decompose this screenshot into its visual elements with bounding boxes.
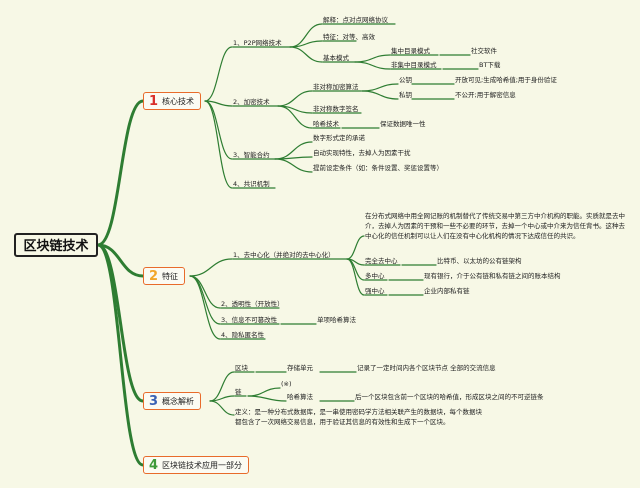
connector-line: [354, 61, 391, 70]
node-definition[interactable]: 定义：是一种分布式数据库，是一串使用密码学方法相关联产生的数据块，每个数据块都包…: [235, 408, 482, 426]
connector-line: [346, 235, 365, 260]
branch-applications[interactable]: 4 区块链技术应用一部分: [143, 456, 250, 474]
node-central-dir[interactable]: 集中目录模式: [391, 47, 430, 55]
connector-line: [346, 258, 365, 296]
connector-line: [204, 100, 233, 189]
connector-line: [277, 90, 313, 107]
connector-line: [204, 100, 233, 160]
branch-concepts[interactable]: 3 概念解析: [143, 392, 202, 410]
node-hash-tech[interactable]: 哈希技术: [313, 120, 339, 128]
node-storage-desc[interactable]: 记录了一定时间内各个区块节点 全部的交流信息: [357, 364, 496, 372]
node-contract-3[interactable]: 提前设定条件（如：条件设置、奖惩设置等）: [313, 164, 443, 172]
node-private-key[interactable]: 私钥: [399, 91, 412, 99]
node-immutability[interactable]: 3、信息不可篡改性: [221, 316, 278, 324]
branch-number: 2: [149, 268, 159, 284]
root-node[interactable]: 区块链技术: [14, 233, 98, 257]
node-transparency[interactable]: 2、透明性（开放性）: [221, 300, 284, 308]
node-strong-center[interactable]: 强中心: [365, 287, 385, 295]
connector-line: [204, 46, 233, 102]
branch-label: 概念解析: [162, 396, 195, 406]
node-central-eg[interactable]: 社交软件: [471, 47, 497, 55]
node-multi-center[interactable]: 多中心: [365, 272, 385, 280]
node-public-key-desc[interactable]: 开放可见;生成哈希值;用于身份验证: [455, 76, 557, 84]
branch-label: 特征: [162, 271, 179, 281]
node-noncentral-dir[interactable]: 非集中目录模式: [391, 61, 437, 69]
branch-number: 4: [149, 457, 159, 473]
branch-number: 1: [149, 93, 159, 109]
node-consensus[interactable]: 4、共识机制: [233, 180, 270, 188]
node-storage-unit[interactable]: 存储单元: [287, 364, 313, 372]
node-smart-contract[interactable]: 3、智能合约: [233, 151, 270, 159]
node-anonymity[interactable]: 4、隐私匿名性: [221, 331, 265, 339]
connector-line: [289, 46, 323, 63]
node-hash-algo-desc[interactable]: 后一个区块包含前一个区块的哈希值，形成区块之间的不可逆链条: [355, 393, 544, 401]
node-noncentral-eg[interactable]: BT下载: [479, 61, 501, 69]
node-p2p-feature[interactable]: 特征：对等、高效: [323, 33, 375, 41]
connector-line: [361, 90, 399, 100]
node-contract-1[interactable]: 数字形式定的承诺: [313, 134, 365, 142]
connector-line: [361, 83, 399, 92]
connector-line: [274, 141, 313, 160]
node-full-decentral[interactable]: 完全去中心: [365, 257, 398, 265]
node-strong-center-eg[interactable]: 企业内部私有链: [424, 287, 470, 295]
connector-line: [204, 100, 233, 107]
node-contract-2[interactable]: 自动实现特性，去掉人为因素干扰: [313, 149, 411, 157]
node-multi-center-eg[interactable]: 现有银行，介于公有链和私有链之间的账本结构: [424, 272, 561, 280]
connector-line: [277, 105, 313, 129]
connector-line: [274, 158, 313, 173]
branch-label: 核心技术: [162, 96, 195, 106]
node-asym-sign[interactable]: 非对称数字签名: [313, 105, 359, 113]
connector-line: [96, 243, 145, 467]
node-p2p-mode[interactable]: 基本模式: [323, 54, 349, 62]
branch-features[interactable]: 2 特征: [143, 267, 186, 285]
node-public-key[interactable]: 公钥: [399, 76, 412, 84]
node-p2p-explain[interactable]: 解释：点对点网络协议: [323, 16, 388, 24]
node-private-key-desc[interactable]: 不公开;用于解密信息: [455, 91, 516, 99]
connector-line: [247, 387, 281, 397]
node-asym-encrypt[interactable]: 非对称加密算法: [313, 83, 359, 91]
connector-line: [96, 243, 145, 278]
branch-number: 3: [149, 393, 159, 409]
connector-line: [209, 395, 235, 402]
connector-line: [354, 54, 391, 63]
node-p2p[interactable]: 1、P2P网络技术: [233, 39, 282, 47]
connector-line: [209, 371, 235, 402]
connector-line: [96, 243, 145, 403]
node-chain[interactable]: 链: [235, 388, 242, 396]
connector-line: [189, 275, 221, 309]
connector-line: [189, 275, 221, 340]
node-full-decentral-eg[interactable]: 比特币、以太坊的公有链架构: [437, 257, 522, 265]
branch-label: 区块链技术应用一部分: [162, 460, 243, 470]
branch-core-tech[interactable]: 1 核心技术: [143, 92, 202, 110]
node-immutability-eg[interactable]: 单项哈希算法: [317, 316, 356, 324]
node-hash-algorithm[interactable]: 哈希算法: [287, 393, 313, 401]
node-decentralization[interactable]: 1、去中心化（并绝对的去中心化）: [233, 251, 335, 259]
connector-line: [247, 395, 287, 402]
connector-line: [96, 99, 145, 247]
node-chain-empty[interactable]: (※): [281, 380, 292, 388]
node-block[interactable]: 区块: [235, 364, 248, 372]
connector-line: [189, 258, 233, 277]
node-crypto[interactable]: 2、加密技术: [233, 98, 270, 106]
connector-line: [209, 400, 235, 416]
node-hash-desc[interactable]: 保证数据唯一性: [380, 120, 426, 128]
connector-line: [189, 275, 221, 325]
node-decentral-desc[interactable]: 在分布式网络中用全网记账的机制替代了传统交易中第三方中介机构的职能。实质就是去中…: [365, 212, 625, 240]
